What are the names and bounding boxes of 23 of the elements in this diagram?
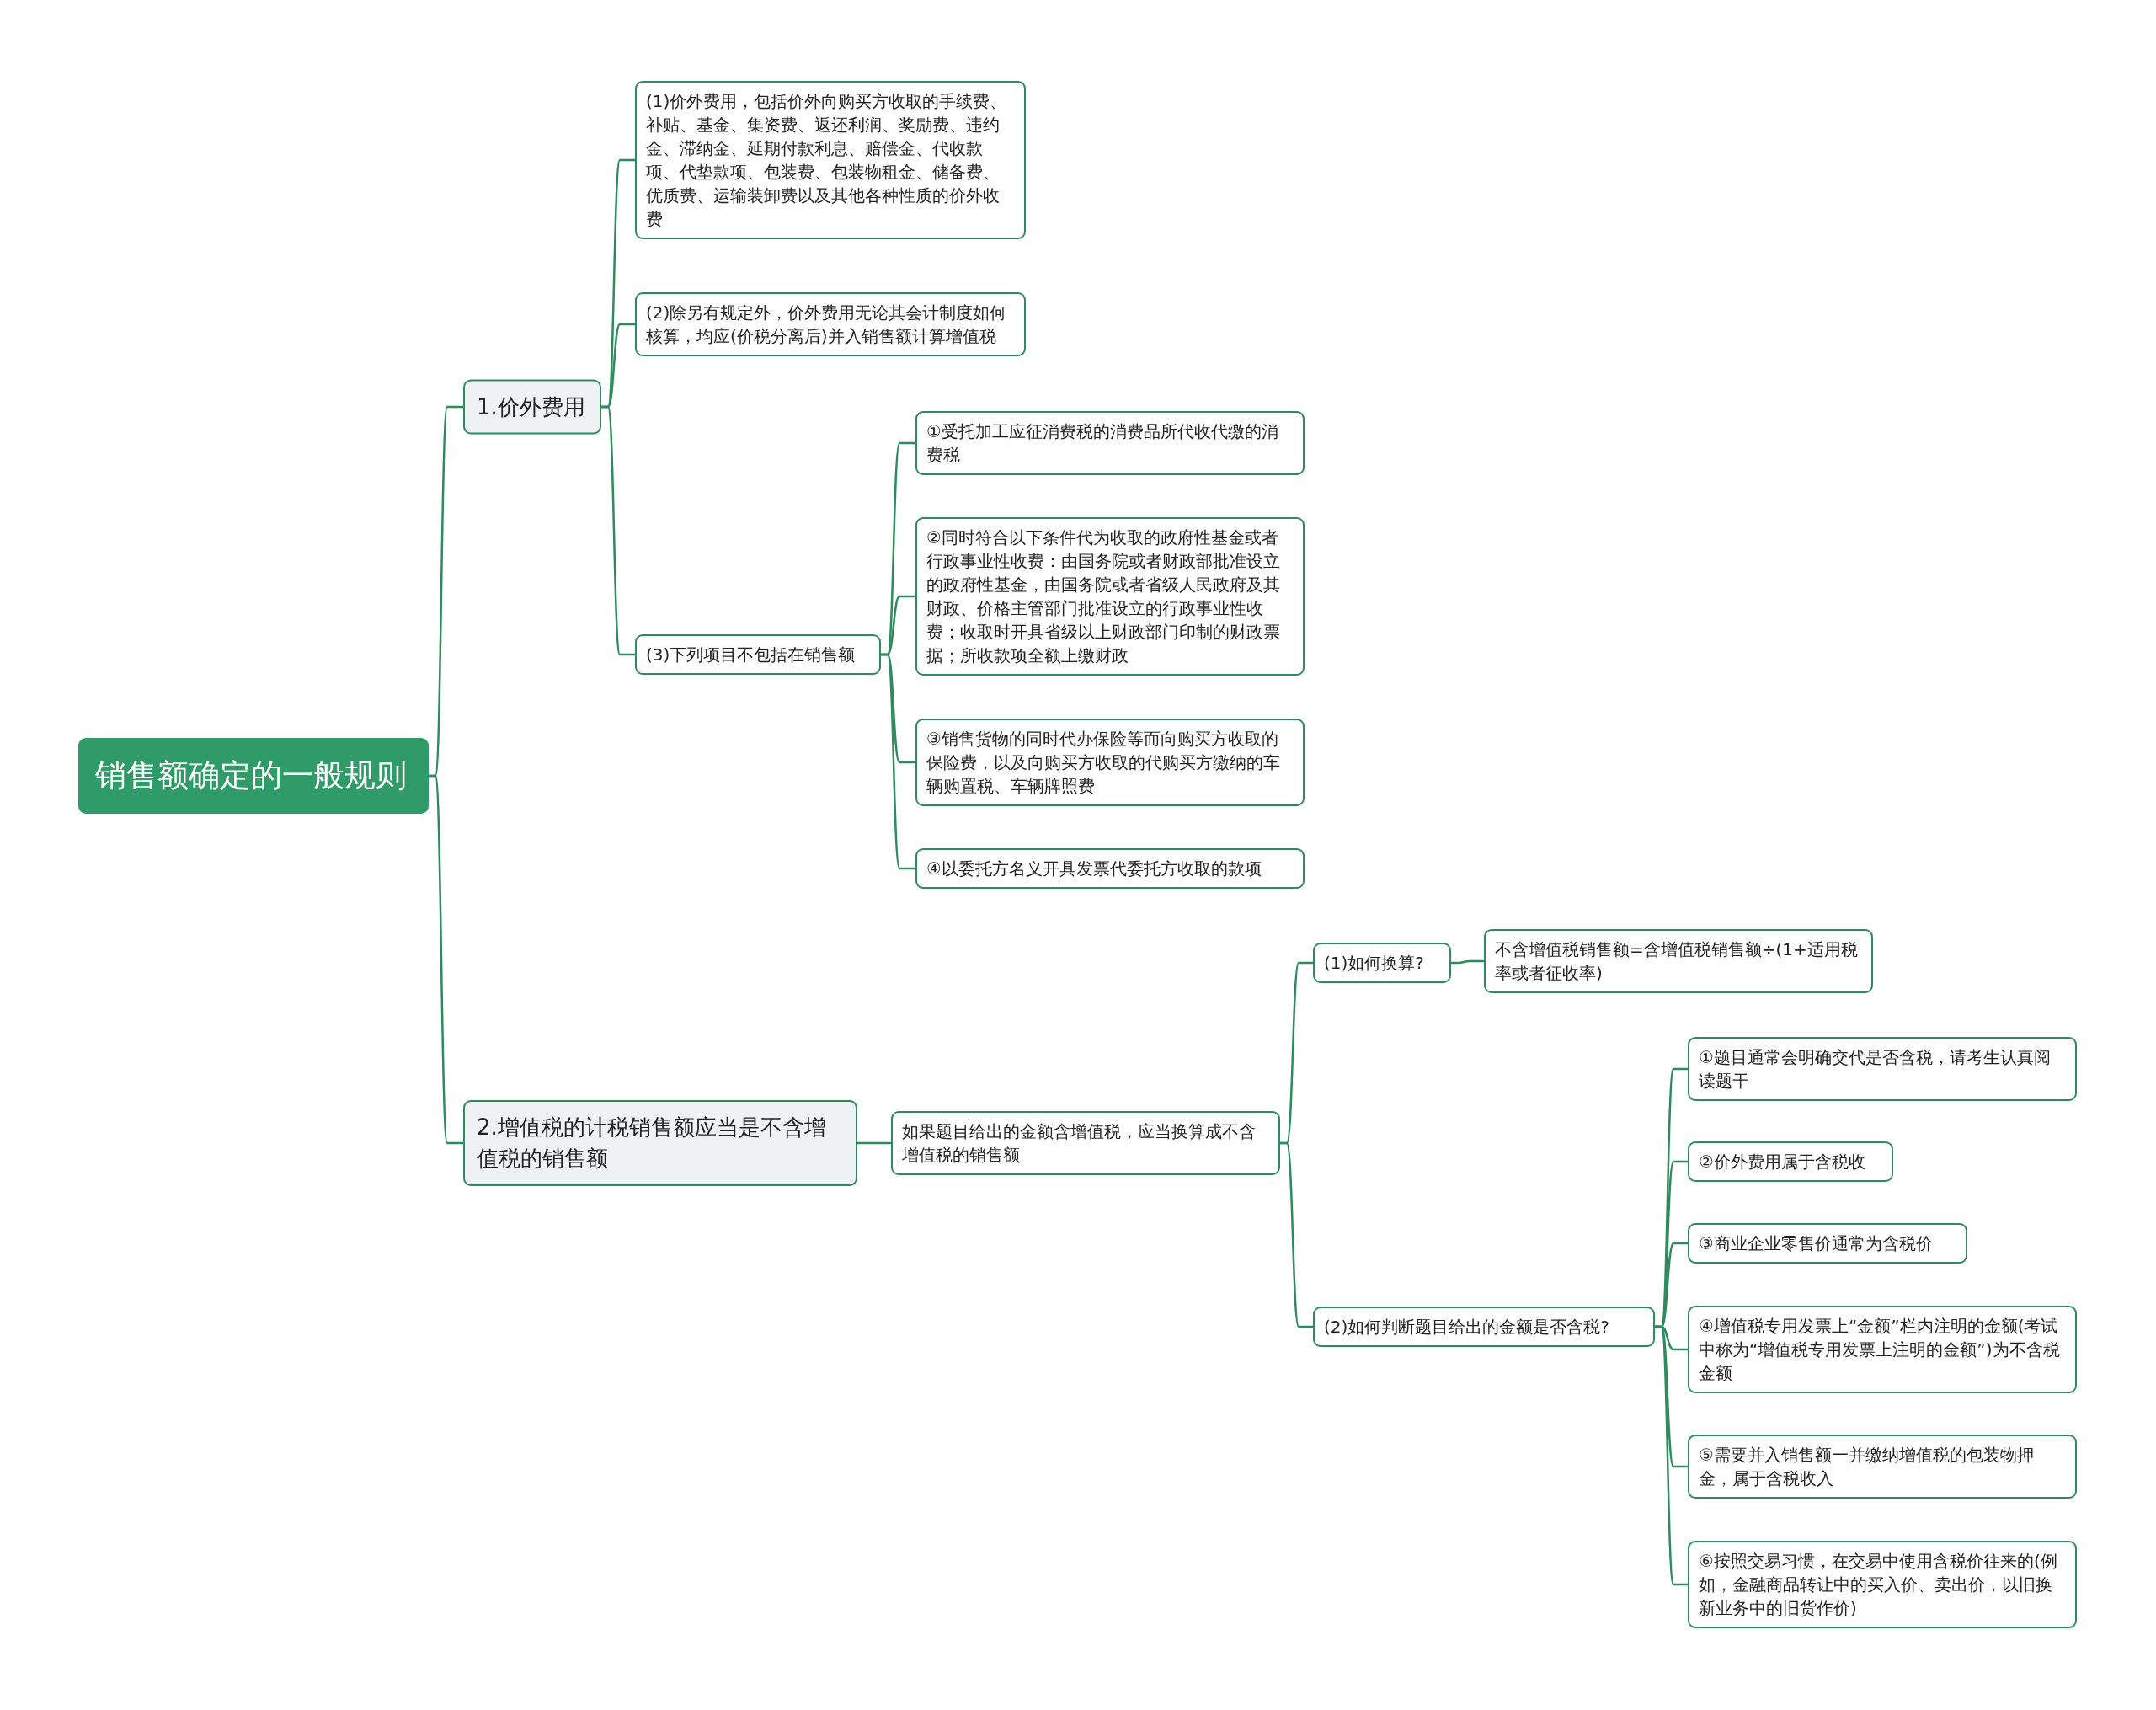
subtopic-box: ②价外费用属于含税收 (1688, 1141, 1893, 1182)
subtopic-box: ③商业企业零售价通常为含税价 (1688, 1223, 1967, 1264)
subtopic-box: ②同时符合以下条件代为收取的政府性基金或者行政事业性收费：由国务院或者财政部批准设立的政府性基金，由国务院或者省级人民政府及其财政、价格主管部门批准设立的行政事业性收费；收取时开具省级以上财政部门印制的财政票据；所收款项全额上缴财政 (915, 517, 1305, 676)
subtopic-box: (2)除另有规定外，价外费用无论其会计制度如何核算，均应(价税分离后)并入销售额计算增值税 (635, 292, 1026, 356)
subtopic-box: 不含增值税销售额=含增值税销售额÷(1+适用税率或者征收率) (1484, 929, 1873, 993)
subtopic-box: ④以委托方名义开具发票代委托方收取的款项 (915, 848, 1305, 889)
connector-line (1655, 1325, 1688, 1586)
subtopic-box: ⑤需要并入销售额一并缴纳增值税的包装物押金，属于含税收入 (1688, 1435, 2077, 1499)
subtopic-box: ①题目通常会明确交代是否含税，请考生认真阅读题干 (1688, 1037, 2077, 1101)
subtopic-box: ⑥按照交易习惯，在交易中使用含税价往来的(例如，金融商品转让中的买入价、卖出价，以旧换新业务中的旧货作价) (1688, 1541, 2077, 1628)
subtopic-box: ③销售货物的同时代办保险等而向购买方收取的保险费，以及向购买方收取的代购买方缴纳的车辆购置税、车辆牌照费 (915, 719, 1305, 806)
connector-line (857, 1141, 891, 1145)
subtopic-box: (1)价外费用，包括价外向购买方收取的手续费、补贴、基金、集资费、返还利润、奖励费、违约金、滞纳金、延期付款利息、赔偿金、代收款项、代垫款项、包装费、包装物租金、储备费、优质费、运输装卸费以及其他各种性质的价外收费 (635, 81, 1026, 239)
connector-line (1451, 959, 1484, 965)
subtopic-box: (3)下列项目不包括在销售额 (635, 634, 881, 675)
subtopic-box: 如果题目给出的金额含增值税，应当换算成不含增值税的销售额 (891, 1111, 1280, 1175)
subtopic-box: ④增值税专用发票上“金额”栏内注明的金额(考试中称为“增值税专用发票上注明的金额”)为不含税金额 (1688, 1306, 2077, 1393)
subtopic-box: ①受托加工应征消费税的消费品所代收代缴的消费税 (915, 411, 1305, 475)
subtopic-box: (2)如何判断题目给出的金额是否含税? (1313, 1307, 1655, 1347)
subtopic-box: (1)如何换算? (1313, 943, 1451, 983)
central-topic-box: 销售额确定的一般规则 (78, 738, 429, 814)
main-topic-box: 2.增值税的计税销售额应当是不含增值税的销售额 (463, 1100, 857, 1186)
main-topic-box: 1.价外费用 (463, 379, 601, 435)
